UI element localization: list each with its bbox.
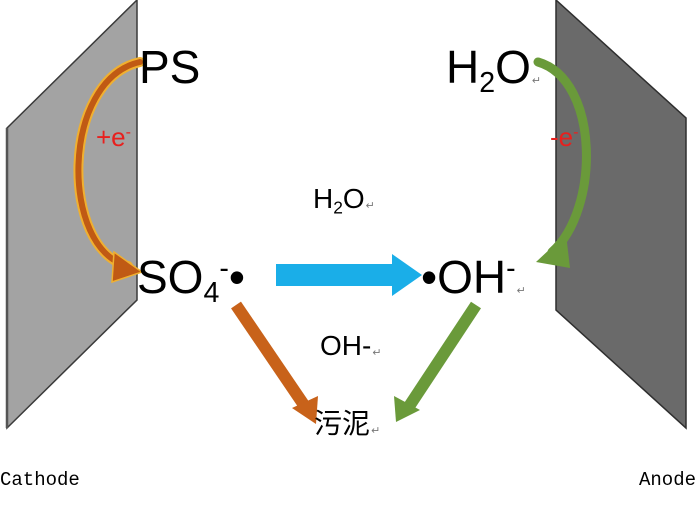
- h2o-top-label: H2O↵: [446, 41, 542, 100]
- oh-to-sludge-arrow: [402, 301, 482, 412]
- ps-to-so4-arrowhead: [111, 250, 144, 284]
- sludge-label: 污泥↵: [314, 407, 381, 440]
- so4-to-sludge-arrowhead: [292, 396, 318, 424]
- ps-label: PS: [139, 41, 201, 93]
- cathode-electron-label: +e-: [96, 122, 132, 152]
- oh-radical-label: •OH-↵: [421, 251, 526, 303]
- anode-plate: [555, 0, 687, 430]
- h2o-mid-label: H2O↵: [313, 183, 375, 218]
- cathode-plate: [6, 0, 138, 430]
- anode-label: Anode: [639, 469, 695, 491]
- oh-to-sludge-arrowhead: [394, 396, 420, 422]
- h2o-to-oh-arrow: [533, 57, 591, 257]
- h2o-to-oh-arrowhead: [536, 234, 570, 268]
- anode-electron-label: -e-: [550, 122, 579, 152]
- ps-to-so4-arrow-core: [75, 59, 143, 269]
- so4-to-sludge-arrow: [231, 301, 311, 412]
- oh-minus-label: OH-↵: [320, 330, 382, 361]
- so4-radical-label: SO4-•: [137, 251, 245, 310]
- cathode-label: Cathode: [0, 469, 80, 491]
- so4-to-oh-arrow: [276, 254, 422, 296]
